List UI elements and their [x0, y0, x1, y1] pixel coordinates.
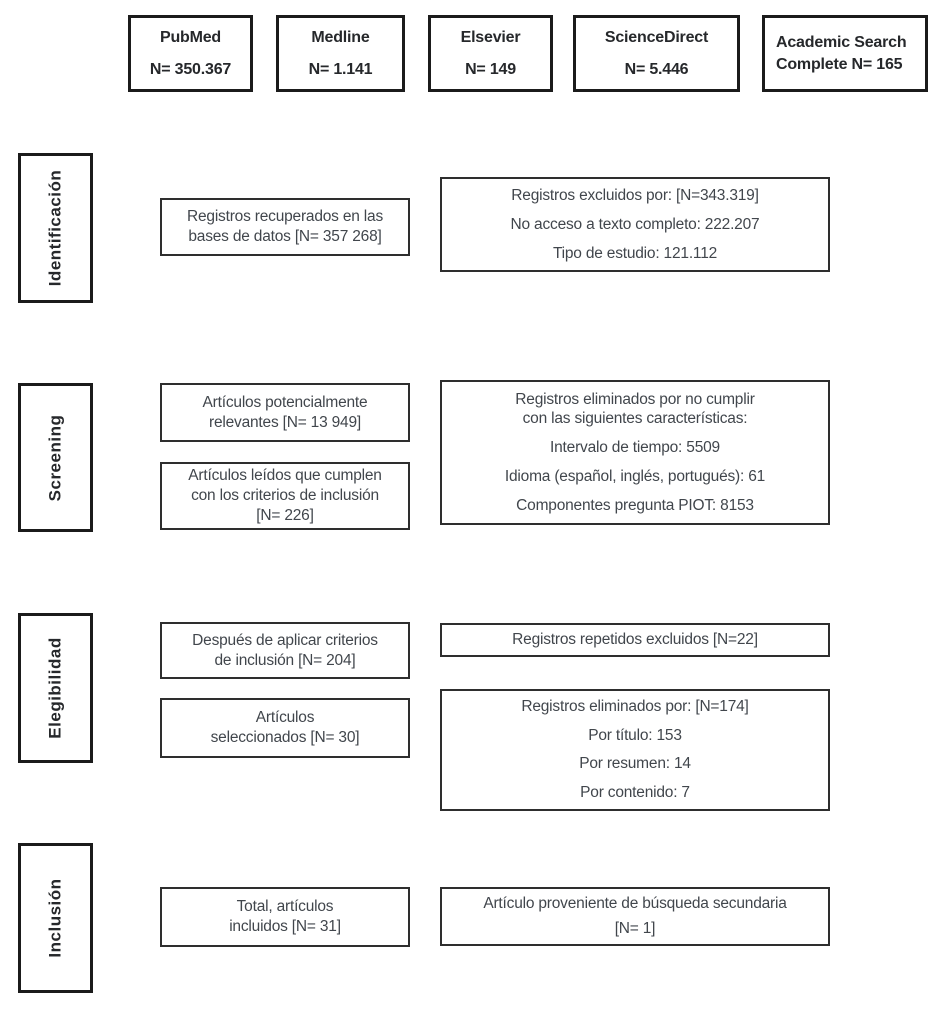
text-line: Registros repetidos excluidos [N=22]	[512, 631, 758, 649]
text-line: Por título: 153	[588, 726, 682, 744]
text-line: Artículos potencialmente	[202, 393, 368, 411]
db-count: N= 350.367	[149, 60, 232, 78]
text-line: Total, artículos	[236, 898, 334, 916]
stage-label-identificacion: Identificación	[18, 153, 93, 303]
db-name: ScienceDirect	[604, 29, 709, 47]
text-line: [N= 1]	[614, 920, 656, 938]
box-registros-recuperados: Registros recuperados en las bases de da…	[160, 198, 410, 256]
text-line: Registros eliminados por no cumplir	[515, 390, 755, 408]
db-box-academic-search-complete: Academic Search Complete N= 165	[762, 15, 928, 92]
box-title: Registros eliminados por no cumplir con …	[446, 390, 824, 429]
stage-label-elegibilidad: Elegibilidad	[18, 613, 93, 763]
text-line: Idioma (español, inglés, portugués): 61	[504, 468, 766, 486]
stage-label-inclusion: Inclusión	[18, 843, 93, 993]
text-line: Intervalo de tiempo: 5509	[550, 439, 720, 457]
text-line: No acceso a texto completo: 222.207	[510, 215, 760, 233]
text-line: de inclusión [N= 204]	[214, 651, 356, 669]
box-articulos-potencialmente-relevantes: Artículos potencialmente relevantes [N= …	[160, 383, 410, 442]
text-line: Por resumen: 14	[579, 755, 691, 773]
stage-label-text: Identificación	[45, 169, 65, 287]
box-articulo-busqueda-secundaria: Artículo proveniente de búsqueda secunda…	[440, 887, 830, 946]
stage-label-text: Screening	[45, 414, 65, 501]
text-line: Tipo de estudio: 121.112	[552, 244, 718, 262]
db-box-medline: Medline N= 1.141	[276, 15, 405, 92]
box-despues-criterios-inclusion: Después de aplicar criterios de inclusió…	[160, 622, 410, 679]
db-name: Academic Search	[776, 34, 907, 52]
text-line: [N= 226]	[256, 506, 314, 524]
db-count: N= 1.141	[308, 60, 373, 78]
box-registros-repetidos-excluidos: Registros repetidos excluidos [N=22]	[440, 623, 830, 657]
db-box-elsevier: Elsevier N= 149	[428, 15, 553, 92]
text-line: Después de aplicar criterios	[192, 631, 378, 649]
stage-label-text: Inclusión	[45, 878, 65, 958]
text-line: Artículos	[255, 709, 315, 727]
db-name: Medline	[311, 29, 370, 47]
stage-label-text: Elegibilidad	[45, 637, 65, 739]
db-count: N= 149	[465, 60, 516, 78]
text-line: relevantes [N= 13 949]	[209, 413, 361, 431]
text-line: con los criterios de inclusión	[191, 487, 379, 505]
db-count: N= 5.446	[624, 60, 689, 78]
box-registros-eliminados-caracteristicas: Registros eliminados por no cumplir con …	[440, 380, 830, 525]
box-articulos-leidos: Artículos leídos que cumplen con los cri…	[160, 462, 410, 530]
box-registros-eliminados-por: Registros eliminados por: [N=174] Por tí…	[440, 689, 830, 811]
db-box-sciencedirect: ScienceDirect N= 5.446	[573, 15, 740, 92]
stage-label-screening: Screening	[18, 383, 93, 532]
db-box-pubmed: PubMed N= 350.367	[128, 15, 253, 92]
db-name: Elsevier	[460, 29, 521, 47]
text-line: Registros eliminados por: [N=174]	[521, 698, 749, 716]
text-line: seleccionados [N= 30]	[210, 729, 360, 746]
text-line: con las siguientes características:	[522, 409, 748, 427]
text-line: Componentes pregunta PIOT: 8153	[516, 497, 754, 515]
db-name: PubMed	[159, 29, 222, 47]
text-line: incluidos [N= 31]	[229, 918, 341, 935]
text-line: Artículos leídos que cumplen	[188, 467, 382, 485]
text-line: Artículo proveniente de búsqueda secunda…	[483, 894, 787, 912]
box-registros-excluidos: Registros excluidos por: [N=343.319] No …	[440, 177, 830, 272]
text-line: Por contenido: 7	[580, 783, 690, 801]
text-line: bases de datos [N= 357 268]	[188, 228, 382, 245]
box-total-articulos-incluidos: Total, artículos incluidos [N= 31]	[160, 887, 410, 947]
text-line: Registros recuperados en las	[186, 208, 383, 226]
box-articulos-seleccionados: Artículos seleccionados [N= 30]	[160, 698, 410, 758]
db-count: Complete N= 165	[776, 55, 903, 73]
text-line: Registros excluidos por: [N=343.319]	[511, 186, 759, 204]
